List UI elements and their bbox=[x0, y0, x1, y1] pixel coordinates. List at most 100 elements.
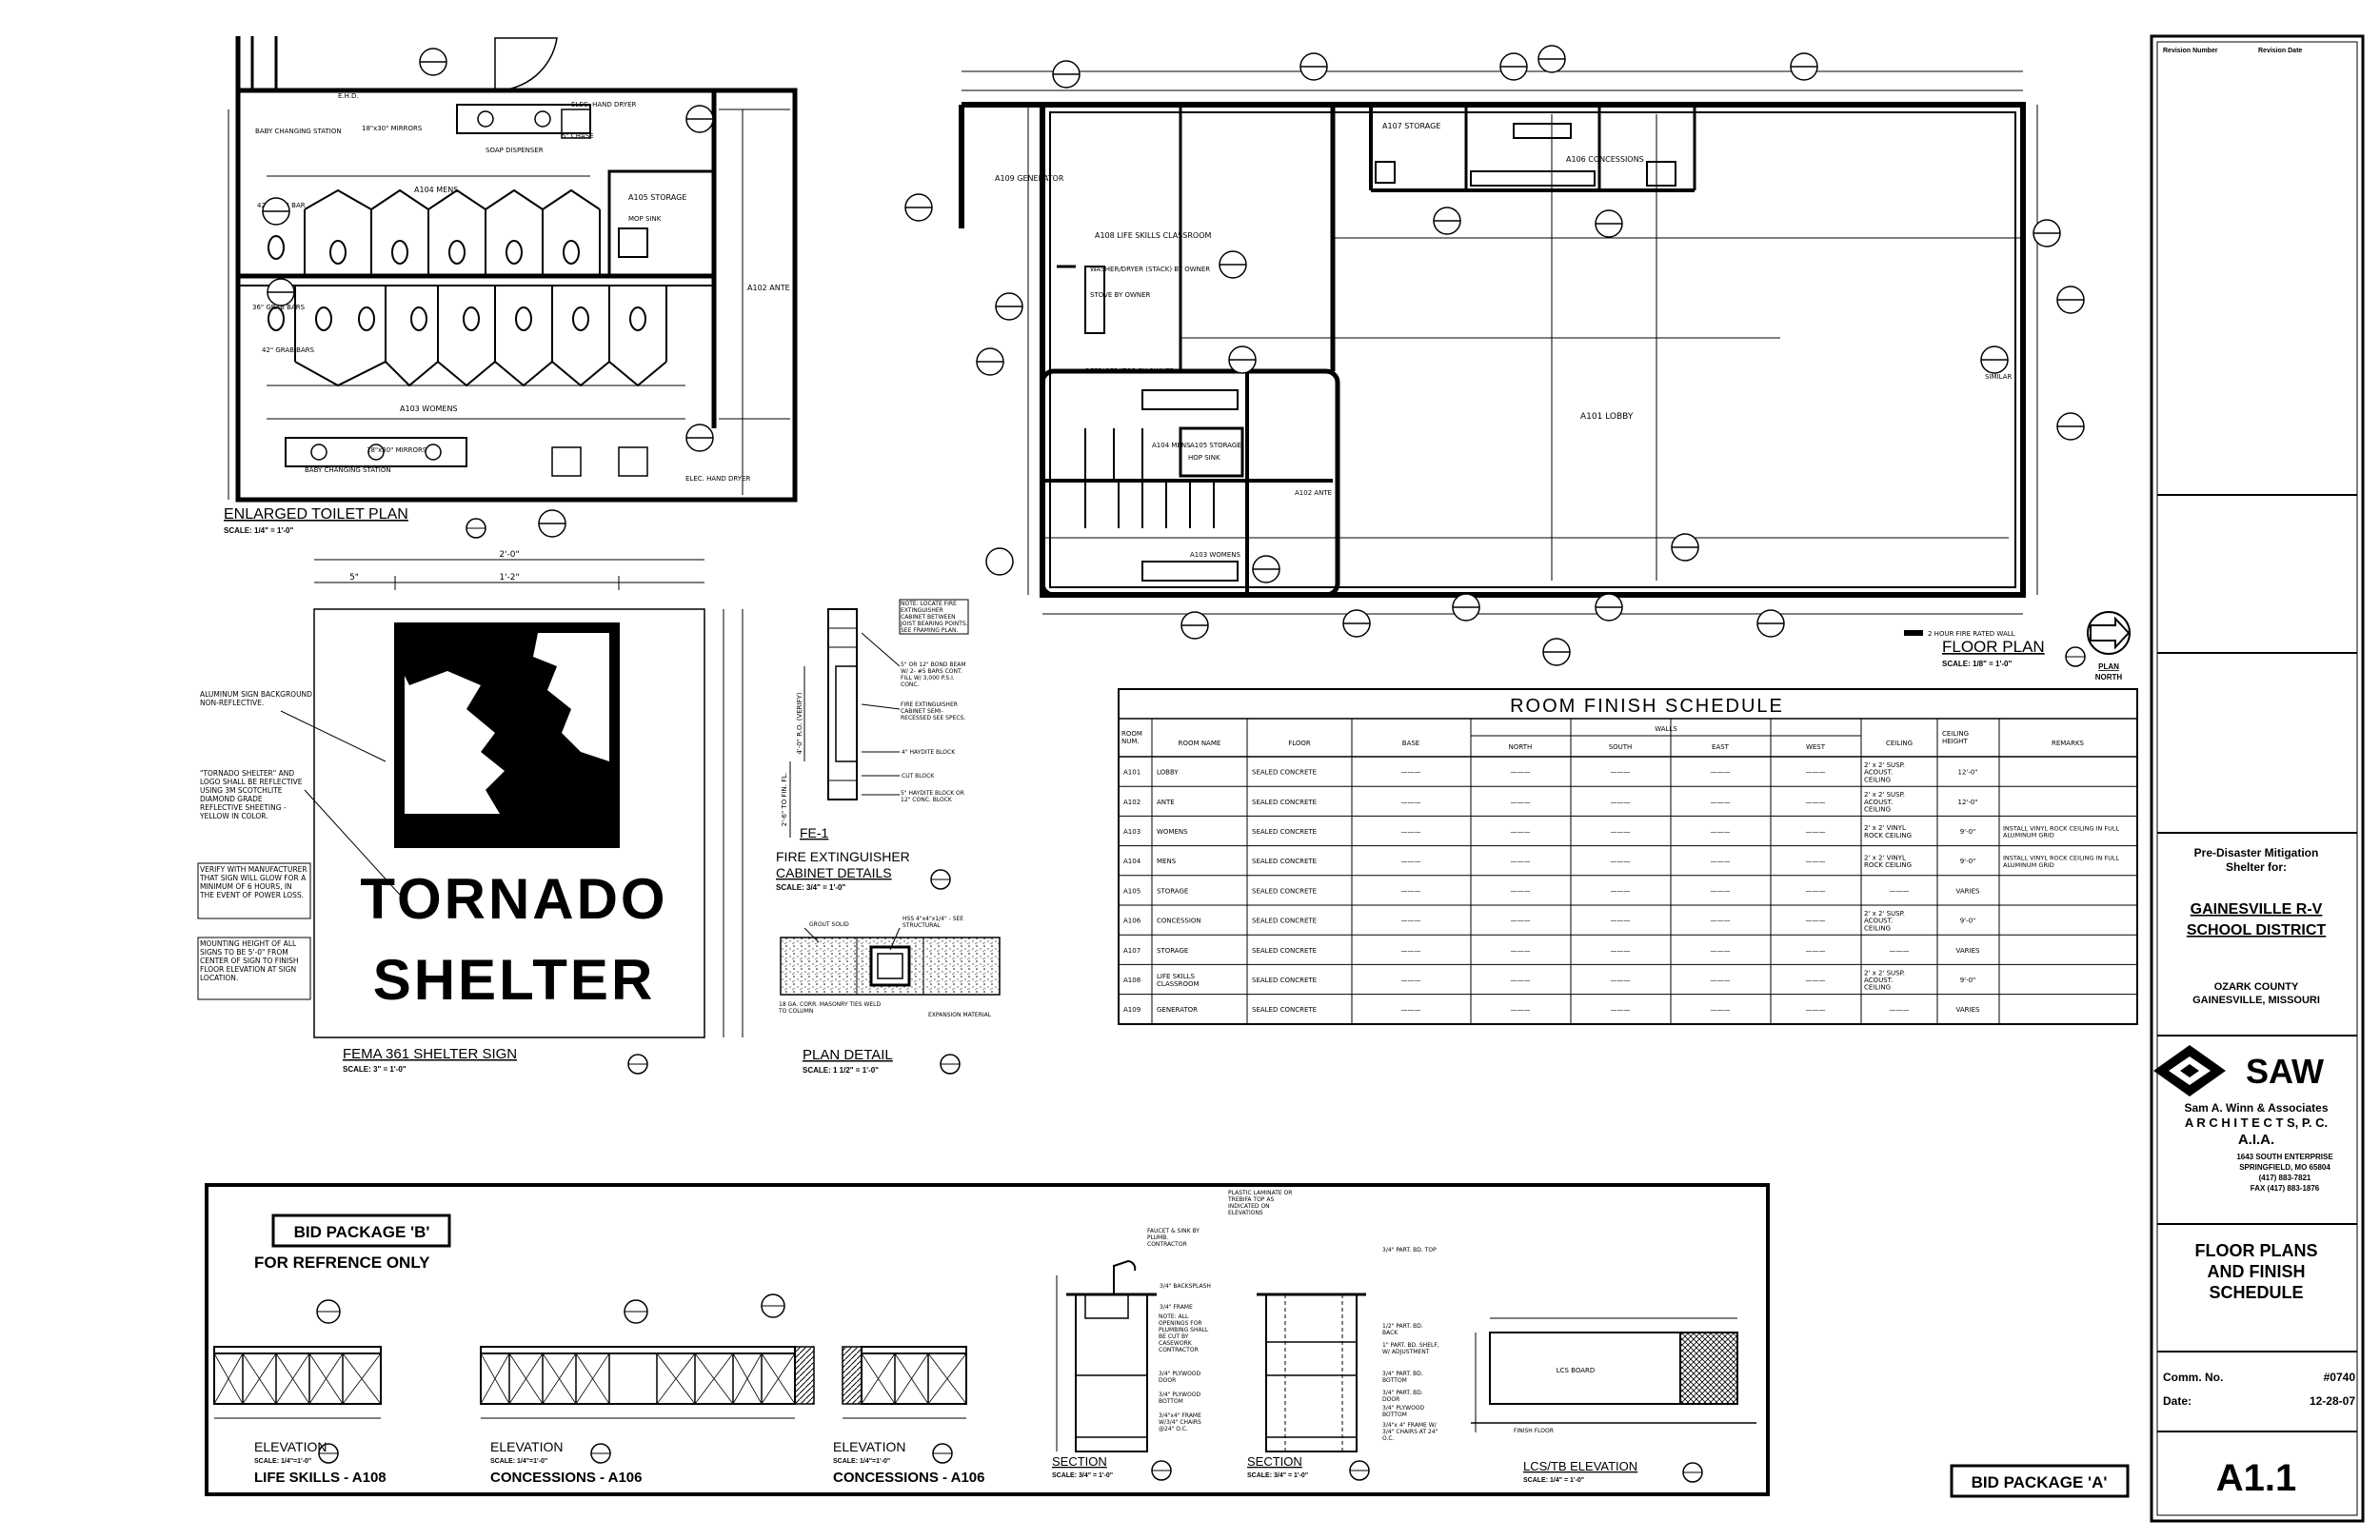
sec-note-5: 3/4" PLYWOOD BOTTOM bbox=[1159, 1392, 1201, 1405]
schedule-cell-north: ——— bbox=[1511, 799, 1531, 806]
sec-note-7: PLASTIC LAMINATE OR TREBIFA TOP AS INDIC… bbox=[1228, 1190, 1293, 1216]
elevation-concessions-2 bbox=[842, 1346, 967, 1419]
schedule-cell-north: ——— bbox=[1511, 887, 1531, 895]
toilet-label-mop-sink: MOP SINK bbox=[628, 215, 662, 223]
schedule-cell-floor: SEALED CONCRETE bbox=[1252, 887, 1317, 895]
floor-plan bbox=[959, 70, 2038, 615]
lcs-scale: SCALE: 1/4" = 1'-0" bbox=[1523, 1477, 1584, 1484]
fe-dim-floor: 2'-6" TO FIN. FL. bbox=[781, 773, 788, 827]
firm-addr1: 1643 SOUTH ENTERPRISE bbox=[2236, 1153, 2333, 1161]
schedule-cell-south: ——— bbox=[1611, 769, 1631, 777]
schedule-cell-num: A104 bbox=[1123, 858, 1141, 865]
plan-detail-title: PLAN DETAIL bbox=[803, 1047, 893, 1063]
schedule-cell-west: ——— bbox=[1806, 918, 1826, 925]
schedule-cell-height: 9'-0" bbox=[1960, 977, 1976, 984]
room-label-ante: A102 ANTE bbox=[1295, 489, 1332, 497]
schedule-cell-south: ——— bbox=[1611, 918, 1631, 925]
schedule-cell-north: ——— bbox=[1511, 977, 1531, 984]
firm-phone: (417) 883-7821 bbox=[2259, 1174, 2311, 1182]
toilet-plan-title: ENLARGED TOILET PLAN bbox=[224, 506, 408, 523]
firm-addr2: SPRINGFIELD, MO 65804 bbox=[2239, 1163, 2330, 1172]
schedule-cell-west: ——— bbox=[1806, 769, 1826, 777]
schedule-cell-base: ——— bbox=[1401, 947, 1421, 955]
toilet-label-grab-bars-42: 42" GRAB BARS bbox=[262, 346, 315, 354]
bid-package-b: BID PACKAGE 'B' FOR REFRENCE ONLY ELEVAT… bbox=[205, 1183, 1770, 1496]
schedule-cell-west: ——— bbox=[1806, 887, 1826, 895]
pd-note-2: 18 GA. CORR. MASONRY TIES WELD TO COLUMN bbox=[779, 1001, 882, 1015]
fe-scale: SCALE: 3/4" = 1'-0" bbox=[776, 883, 845, 892]
schedule-cell-height: 12'-0" bbox=[1957, 769, 1977, 777]
schedule-cell-north: ——— bbox=[1511, 918, 1531, 925]
toilet-label-dryer: ELEC. HAND DRYER bbox=[571, 101, 636, 109]
schedule-cell-south: ——— bbox=[1611, 799, 1631, 806]
sign-dim-top: 2'-0" bbox=[499, 550, 519, 560]
elev2-scale: SCALE: 1/4"=1'-0" bbox=[490, 1458, 547, 1465]
sign-note-3: VERIFY WITH MANUFACTURER THAT SIGN WILL … bbox=[200, 865, 307, 899]
fe-title2: CABINET DETAILS bbox=[776, 865, 892, 880]
sign-note-1: ALUMINUM SIGN BACKGROUND NON-REFLECTIVE. bbox=[200, 690, 312, 707]
date-value: 12-28-07 bbox=[2310, 1394, 2355, 1408]
lcs-title: LCS/TB ELEVATION bbox=[1523, 1459, 1637, 1473]
elev1-title: ELEVATION bbox=[254, 1439, 327, 1454]
schedule-cell-floor: SEALED CONCRETE bbox=[1252, 828, 1317, 836]
schedule-cell-ceiling: ——— bbox=[1890, 947, 1910, 955]
pd-note-3: EXPANSION MATERIAL bbox=[928, 1012, 992, 1018]
note-similar: SIMILAR bbox=[1985, 373, 2012, 381]
comm-no-value: #0740 bbox=[2324, 1371, 2356, 1384]
section2-title: SECTION bbox=[1247, 1454, 1302, 1469]
finish-floor-label: FINISH FLOOR bbox=[1514, 1428, 1554, 1434]
client-line2: SCHOOL DISTRICT bbox=[2187, 922, 2327, 938]
room-label-storage-a107: A107 STORAGE bbox=[1382, 122, 1440, 130]
schedule-cell-name: LOBBY bbox=[1157, 769, 1179, 777]
room-label-life-skills: A108 LIFE SKILLS CLASSROOM bbox=[1095, 231, 1212, 240]
sign-scale: SCALE: 3" = 1'-0" bbox=[343, 1065, 407, 1074]
toilet-plan-labels: E.H.D. BABY CHANGING STATION 18"x30" MIR… bbox=[224, 92, 790, 539]
elev3-scale: SCALE: 1/4"=1'-0" bbox=[833, 1458, 890, 1465]
sheet-title2: AND FINISH bbox=[2208, 1262, 2306, 1281]
schedule-cell-floor: SEALED CONCRETE bbox=[1252, 977, 1317, 984]
schedule-cell-name: ANTE bbox=[1157, 799, 1175, 806]
sec-note-0: FAUCET & SINK BY PLUMB. CONTRACTOR bbox=[1147, 1228, 1200, 1248]
tornado-shelter-sign: TORNADO SHELTER 2'-0" 1'-2" 5" ALUMINUM … bbox=[197, 550, 744, 1075]
sign-dim-side: 5" bbox=[349, 573, 359, 582]
section2-scale: SCALE: 3/4" = 1'-0" bbox=[1247, 1472, 1308, 1479]
schedule-cell-height: 12'-0" bbox=[1957, 799, 1977, 806]
plan-detail: GROUT SOLID HSS 4"x4"x1/4" - SEE STRUCTU… bbox=[779, 916, 1001, 1075]
schedule-cell-floor: SEALED CONCRETE bbox=[1252, 947, 1317, 955]
elev1-scale: SCALE: 1/4"=1'-0" bbox=[254, 1458, 311, 1465]
fe-note-2: FIRE EXTINGUISHER CABINET SEMI-RECESSED … bbox=[901, 701, 966, 721]
schedule-cell-base: ——— bbox=[1401, 769, 1421, 777]
section-2-drawing bbox=[1257, 1293, 1366, 1452]
schedule-cell-ceiling: 2' x 2' SUSP.ACOUST.CEILING bbox=[1864, 910, 1905, 932]
pd-note-1: HSS 4"x4"x1/4" - SEE STRUCTURAL bbox=[902, 916, 964, 929]
schedule-cell-num: A101 bbox=[1123, 769, 1140, 777]
schedule-cell-west: ——— bbox=[1806, 828, 1826, 836]
schedule-cell-east: ——— bbox=[1711, 947, 1731, 955]
schedule-cell-height: VARIES bbox=[1956, 887, 1980, 895]
sheet-title3: SCHEDULE bbox=[2209, 1283, 2303, 1302]
enlarged-toilet-plan bbox=[228, 36, 798, 503]
sec-note-8: 3/4" PART. BD. TOP bbox=[1382, 1247, 1437, 1254]
schedule-cell-name: STORAGE bbox=[1157, 947, 1188, 955]
schedule-cell-west: ——— bbox=[1806, 977, 1826, 984]
room-label-generator: A109 GENERATOR bbox=[995, 174, 1064, 183]
schedule-cell-east: ——— bbox=[1711, 858, 1731, 865]
schedule-cell-west: ——— bbox=[1806, 799, 1826, 806]
firm-line2: A R C H I T E C T S, P. C. bbox=[2185, 1116, 2328, 1130]
toilet-plan-scale: SCALE: 1/4" = 1'-0" bbox=[224, 526, 293, 535]
sign-note-4: MOUNTING HEIGHT OF ALL SIGNS TO BE 5'-0"… bbox=[200, 939, 299, 982]
schedule-cell-north: ——— bbox=[1511, 828, 1531, 836]
sec-note-6: 3/4"x4" FRAME W/3/4" CHAIRS @24" O.C. bbox=[1159, 1412, 1201, 1432]
schedule-cell-name: GENERATOR bbox=[1157, 1006, 1198, 1014]
schedule-cell-ceiling: 2' x 2' SUSP.ACOUST.CEILING bbox=[1864, 969, 1905, 991]
room-label-womens: A103 WOMENS bbox=[1190, 551, 1241, 559]
schedule-header-floor: FLOOR bbox=[1288, 740, 1311, 747]
elevation-life-skills bbox=[213, 1346, 382, 1419]
date-label: Date: bbox=[2163, 1394, 2192, 1408]
elev3-title: ELEVATION bbox=[833, 1439, 906, 1454]
firm-line3: A.I.A. bbox=[2238, 1132, 2274, 1148]
room-label-mens: A104 MENS bbox=[1152, 442, 1191, 449]
title-block: Revision Number Revision Date Pre-Disast… bbox=[2150, 34, 2365, 1523]
